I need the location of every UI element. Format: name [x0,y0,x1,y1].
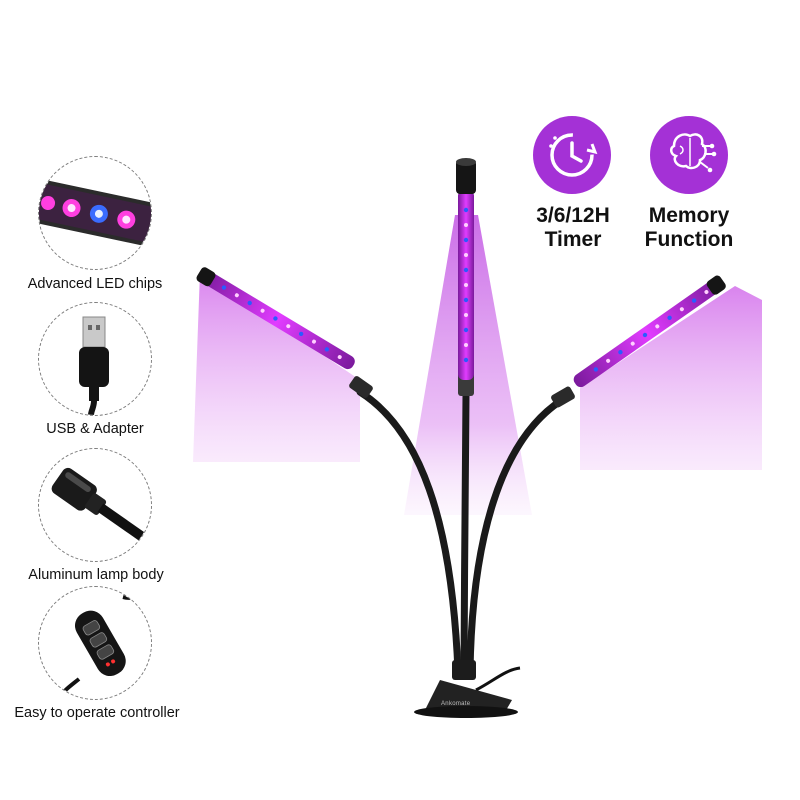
timer-badge [533,116,611,194]
left-gooseneck [356,388,462,676]
brand-text: Ankomate [441,701,471,707]
memory-badge-line1: Memory [648,204,730,227]
memory-badge-text: Memory Function [634,204,744,252]
feature-circle-usb [38,302,152,416]
feature-label-usb: USB & Adapter [46,421,144,437]
feature-label-led-chips: Advanced LED chips [27,276,163,292]
timer-badge-line2: Timer [544,228,602,251]
feature-circle-led-chips [38,156,152,270]
brain-circuit-icon [670,133,717,173]
feature-label-controller: Easy to operate controller [14,705,180,721]
right-light-beam [580,286,762,470]
feature-label-lamp-body: Aluminum lamp body [28,567,164,583]
timer-clock-icon [549,133,598,177]
left-light-beam [193,272,360,462]
feature-circle-lamp-body [38,448,152,562]
memory-badge-line2: Function [644,228,734,251]
led-chips-icon [39,177,151,249]
feature-circle-controller [38,586,152,700]
center-gooseneck [460,391,470,676]
lamp-body-icon [51,467,151,547]
right-gooseneck [466,396,566,676]
timer-badge-text: 3/6/12H Timer [518,204,628,252]
controller-icon [57,587,151,699]
right-light-bar [573,275,726,388]
timer-badge-line1: 3/6/12H [536,204,610,227]
left-light-bar [196,267,355,370]
usb-plug-icon [79,316,109,415]
clamp-base [414,660,521,718]
memory-badge [650,116,728,194]
center-light-bar [456,158,476,380]
